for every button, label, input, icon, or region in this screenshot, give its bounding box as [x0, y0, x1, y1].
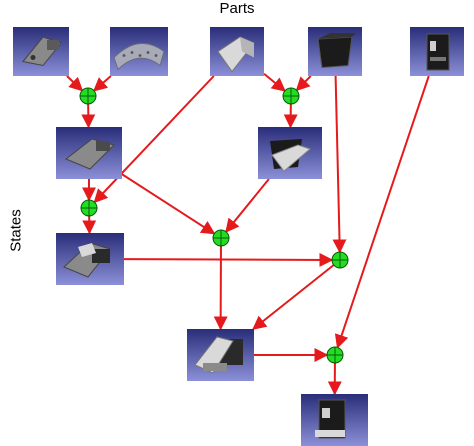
junction-node — [326, 346, 344, 364]
junction-node — [331, 251, 349, 269]
junction-node — [80, 199, 98, 217]
black-housing-part-icon — [308, 27, 362, 76]
housing-with-sheet-state-icon — [258, 127, 322, 179]
bent-sheet-part-icon — [210, 27, 264, 76]
final-product-state-icon — [301, 394, 368, 446]
parts-header: Parts — [219, 0, 255, 17]
edge-j5-to-s4 — [252, 264, 335, 330]
edge-s1-to-j4 — [121, 173, 216, 235]
edge-p4-to-j5 — [332, 75, 347, 254]
larger-assembly-state-icon — [187, 329, 254, 381]
junction-node — [79, 87, 97, 105]
bracket-part-icon — [13, 27, 69, 76]
dark-cabinet-part-icon — [410, 27, 464, 76]
edge-p5-to-j6 — [334, 75, 430, 349]
curved-mesh-panel-icon — [110, 27, 168, 76]
junction-node — [282, 87, 300, 105]
junction-node — [212, 229, 230, 247]
nodes — [13, 27, 464, 446]
edge-p2-to-j1 — [92, 75, 112, 92]
assembled-bracket-state-icon — [56, 127, 122, 179]
edge-s2-to-j4 — [225, 178, 270, 233]
partial-assembly-state-icon — [56, 233, 124, 285]
edges — [66, 72, 430, 396]
edge-p4-to-j2 — [295, 75, 312, 92]
edge-p1-to-j1 — [66, 75, 84, 92]
edge-p3-to-j3 — [93, 75, 215, 204]
edge-p3-to-j2 — [263, 72, 286, 92]
edge-s3-to-j5 — [123, 252, 334, 267]
